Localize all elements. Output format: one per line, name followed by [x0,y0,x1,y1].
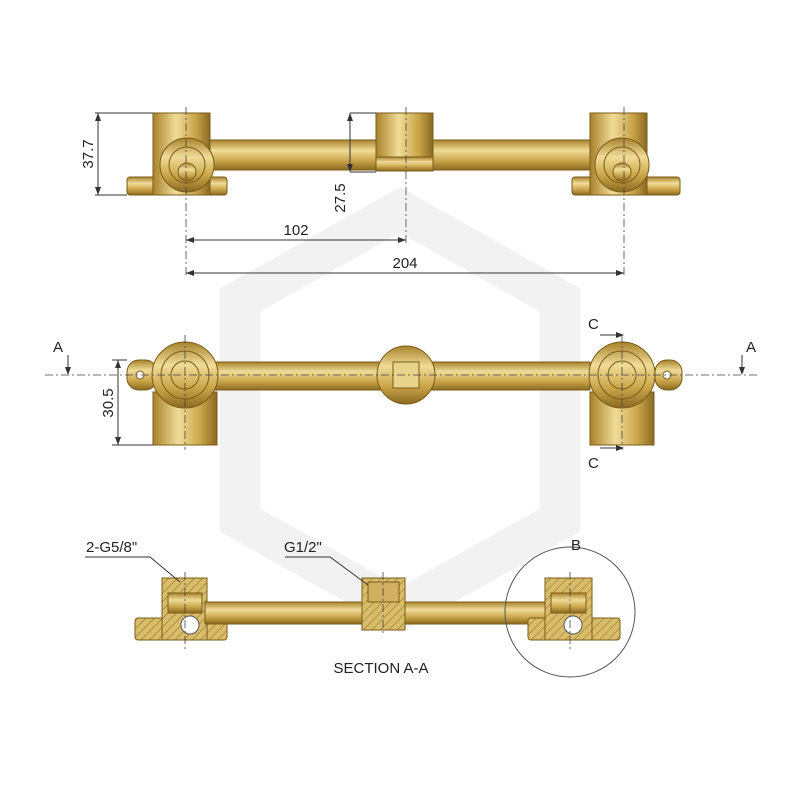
section-mark-right: A [746,339,756,356]
section-view: 2-G5/8" G1/2" B SECTION A-A [85,537,636,678]
section-mark-left: A [53,339,63,356]
section-c-bottom: C [588,455,599,472]
dim-span: 204 [392,255,417,272]
label-outlet-thread: 2-G5/8" [86,539,137,556]
section-c-top: C [588,316,599,333]
section-title: SECTION A-A [333,660,428,677]
dim-half-span: 102 [283,222,308,239]
front-view: A A C C 30.5 [45,316,760,472]
detail-b-circle [504,546,636,678]
dim-depth: 30.5 [100,388,117,417]
detail-label: B [571,537,581,554]
top-view: 37.7 27.5 102 204 [80,107,681,278]
dim-socket-depth: 27.5 [332,183,349,212]
label-inlet-thread: G1/2" [284,539,322,556]
dim-height: 37.7 [80,139,97,168]
